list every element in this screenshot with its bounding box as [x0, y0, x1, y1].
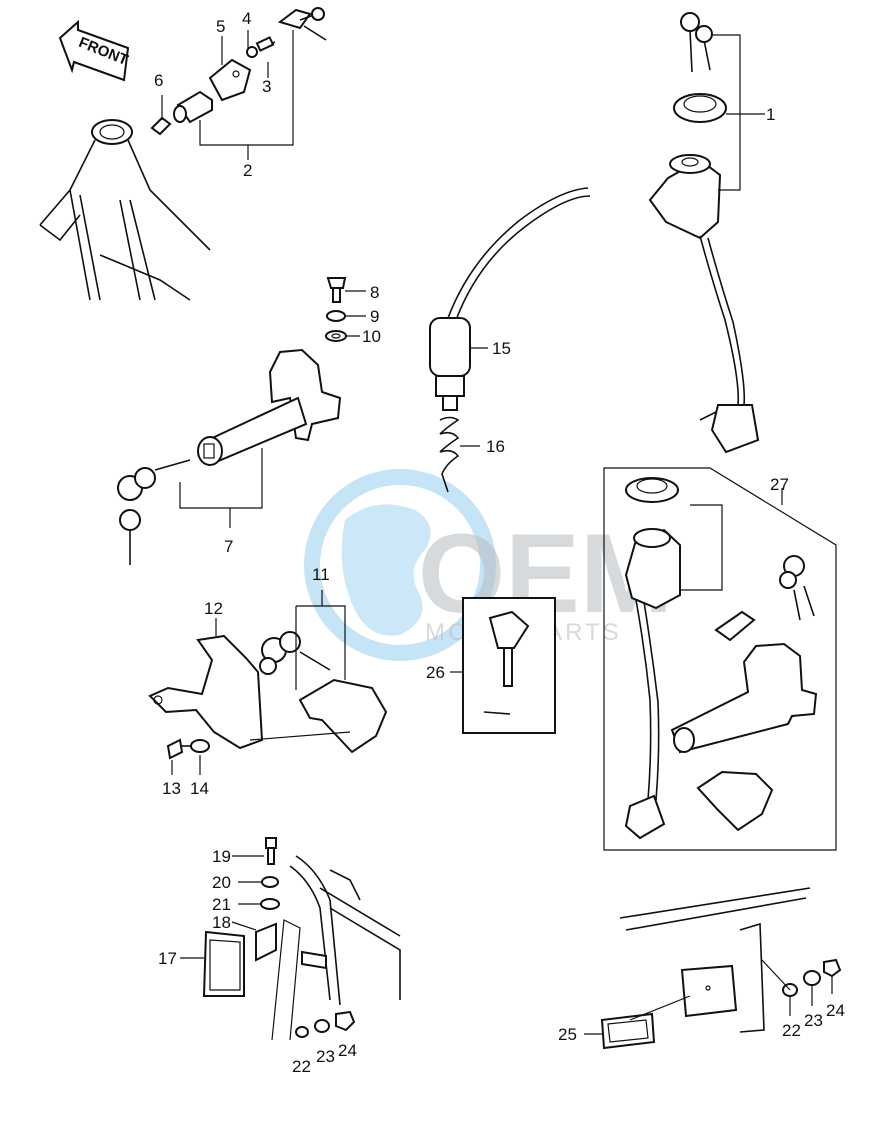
- callout-2: 2: [243, 161, 252, 180]
- callout-22-right: 22: [782, 1021, 801, 1040]
- callout-17: 17: [158, 949, 177, 968]
- callout-24-left: 24: [338, 1041, 357, 1060]
- bolt-washers-8-10: [325, 277, 366, 342]
- callout-3: 3: [262, 77, 271, 96]
- frame-headpipe: [39, 119, 211, 301]
- watermark-globe: [304, 469, 496, 661]
- callout-27: 27: [770, 475, 789, 494]
- callout-11: 11: [312, 565, 330, 584]
- callout-22-left: 22: [292, 1057, 311, 1076]
- callout-24-right: 24: [826, 1001, 845, 1020]
- callout-14: 14: [190, 779, 209, 798]
- callout-15: 15: [492, 339, 511, 358]
- reflector-assembly-17-24: [180, 837, 401, 1041]
- key-blank-26: [450, 597, 556, 734]
- seat-lock-7: [117, 348, 342, 565]
- front-arrow: FRONT: [58, 19, 131, 82]
- lock-assembly-2: [150, 7, 327, 160]
- callout-18: 18: [212, 913, 231, 932]
- callout-labels: 1 2 3 4 5 6 7 8 9 10 11 12 13 14 15 16 1…: [154, 9, 845, 1076]
- callout-9: 9: [370, 307, 379, 326]
- switch-set-27: [603, 467, 837, 851]
- callout-1: 1: [766, 105, 775, 124]
- callout-8: 8: [370, 283, 379, 302]
- callout-25: 25: [558, 1025, 577, 1044]
- callout-21: 21: [212, 895, 231, 914]
- reflector-assembly-22-25: [584, 887, 842, 1050]
- callout-26: 26: [426, 663, 445, 682]
- callout-23-left: 23: [316, 1047, 335, 1066]
- callout-20: 20: [212, 873, 231, 892]
- callout-16: 16: [486, 437, 505, 456]
- brake-switch-15-16: [429, 187, 591, 493]
- callout-10: 10: [362, 327, 381, 346]
- callout-23-right: 23: [804, 1011, 823, 1030]
- callout-4: 4: [242, 9, 251, 28]
- callout-5: 5: [216, 17, 225, 36]
- ignition-switch-1: [648, 12, 765, 454]
- callout-12: 12: [204, 599, 223, 618]
- callout-19: 19: [212, 847, 231, 866]
- lock-bracket-11-14: [148, 590, 388, 775]
- callout-6: 6: [154, 71, 163, 90]
- callout-7: 7: [224, 537, 233, 556]
- callout-13: 13: [162, 779, 181, 798]
